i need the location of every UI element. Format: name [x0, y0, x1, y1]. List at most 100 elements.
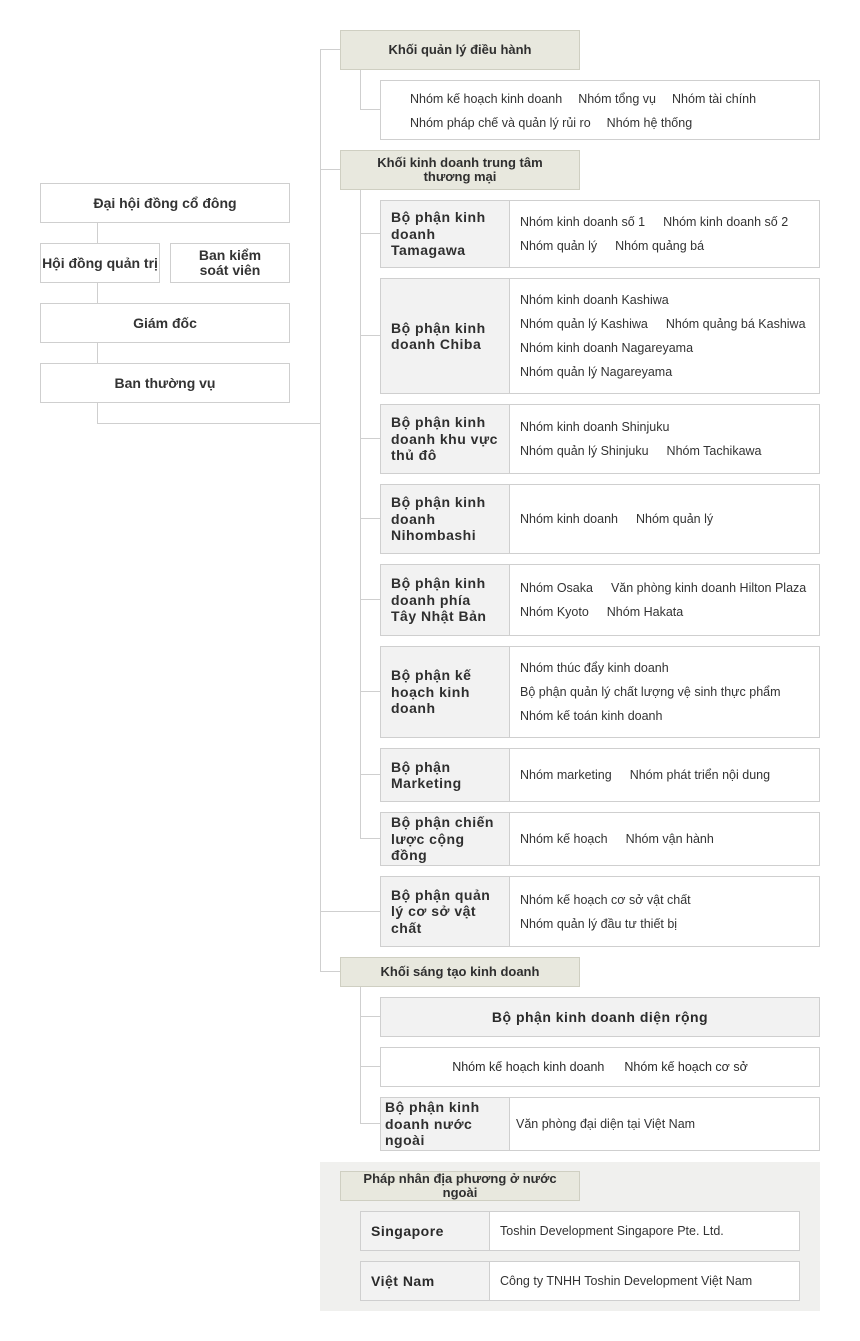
- team-row: Nhóm quản lý Nhóm quảng bá: [520, 234, 811, 258]
- team-row: Nhóm thúc đẩy kinh doanh: [520, 656, 811, 680]
- board-of-directors-box: Hội đồng quản trị: [40, 243, 160, 283]
- department-tamagawa: Bộ phận kinh doanh Tamagawa Nhóm kinh do…: [380, 200, 820, 268]
- team-row: Văn phòng đại diện tại Việt Nam: [516, 1112, 811, 1136]
- entity-country: Việt Nam: [361, 1262, 490, 1300]
- department-business-planning: Bộ phận kế hoạch kinh doanh Nhóm thúc đẩ…: [380, 646, 820, 738]
- connector-creation-h: [360, 1066, 380, 1067]
- team-item: Nhóm kế hoạch cơ sở vật chất: [520, 892, 691, 907]
- connector-creation-sub: [360, 986, 361, 1124]
- connector-dept-h: [360, 838, 380, 839]
- team-row: Nhóm quản lý Kashiwa Nhóm quảng bá Kashiw…: [520, 312, 811, 336]
- connector-creation-h: [360, 1016, 380, 1017]
- team-row: Nhóm kế hoạch cơ sở vật chất: [520, 888, 811, 912]
- team-item: Nhóm hệ thống: [606, 116, 693, 130]
- department-capital-region: Bộ phận kinh doanh khu vực thủ đô Nhóm k…: [380, 404, 820, 474]
- executive-committee-box: Ban thường vụ: [40, 363, 290, 403]
- connector-dept-h: [360, 774, 380, 775]
- team-item: Nhóm kế hoạch: [520, 832, 608, 846]
- commercial-block-header: Khối kinh doanh trung tâm thương mại: [340, 150, 580, 190]
- team-row: Nhóm pháp chế và quản lý rủi ro Nhóm hệ t…: [410, 111, 772, 135]
- department-name: Bộ phận kế hoạch kinh doanh: [381, 647, 510, 737]
- department-name: Bộ phận kinh doanh Chiba: [381, 279, 510, 393]
- team-item: Nhóm quản lý Nagareyama: [520, 365, 673, 379]
- team-item: Nhóm quản lý đầu tư thiết bị: [520, 916, 678, 931]
- department-name: Bộ phận kinh doanh Tamagawa: [381, 201, 510, 267]
- shareholders-meeting-box: Đại hội đồng cổ đông: [40, 183, 290, 223]
- management-block-header: Khối quản lý điều hành: [340, 30, 580, 70]
- shareholders-meeting-label: Đại hội đồng cổ đông: [93, 195, 237, 211]
- team-item: Nhóm kế toán kinh doanh: [520, 709, 663, 723]
- team-item: Nhóm vận hành: [625, 832, 714, 846]
- management-block-title: Khối quản lý điều hành: [388, 42, 532, 57]
- team-item: Nhóm pháp chế và quản lý rủi ro: [410, 116, 591, 130]
- team-item: Nhóm kinh doanh Shinjuku: [520, 420, 670, 434]
- team-item: Nhóm quản lý: [520, 239, 598, 253]
- team-item: Nhóm kinh doanh Nagareyama: [520, 341, 694, 355]
- wide-area-department-label: Bộ phận kinh doanh diện rộng: [491, 1009, 709, 1025]
- connector-dept-h: [360, 233, 380, 234]
- overseas-entity-row: Việt Nam Công ty TNHH Toshin Development…: [360, 1261, 800, 1301]
- connector-to-commercial: [320, 169, 340, 170]
- team-item: Nhóm kinh doanh số 2: [663, 215, 789, 229]
- department-name: Bộ phận quản lý cơ sở vật chất: [381, 877, 510, 946]
- department-name: Bộ phận kinh doanh phía Tây Nhật Bản: [381, 565, 510, 635]
- wide-area-department-box: Bộ phận kinh doanh diện rộng: [380, 997, 820, 1037]
- director-label: Giám đốc: [133, 315, 197, 331]
- team-row: Nhóm Kyoto Nhóm Hakata: [520, 600, 811, 624]
- team-item: Nhóm quảng bá: [615, 239, 705, 253]
- department-name: Bộ phận kinh doanh khu vực thủ đô: [381, 405, 510, 473]
- entity-company: Toshin Development Singapore Pte. Ltd.: [500, 1224, 724, 1238]
- team-item: Nhóm quản lý Shinjuku: [520, 444, 649, 458]
- department-name: Bộ phận kinh doanh nước ngoài: [381, 1098, 510, 1150]
- team-row: Bộ phận quản lý chất lượng vệ sinh thực …: [520, 680, 811, 704]
- department-nihombashi: Bộ phận kinh doanh Nihombashi Nhóm kinh …: [380, 484, 820, 554]
- connector-commercial-sub: [360, 189, 361, 839]
- team-item: Nhóm quản lý: [635, 512, 714, 526]
- team-item: Nhóm thúc đẩy kinh doanh: [520, 661, 669, 675]
- overseas-entity-row: Singapore Toshin Development Singapore P…: [360, 1211, 800, 1251]
- entity-country: Singapore: [361, 1212, 490, 1250]
- department-chiba: Bộ phận kinh doanh Chiba Nhóm kinh doanh…: [380, 278, 820, 394]
- auditors-label: Ban kiểm soát viên: [198, 247, 262, 278]
- auditors-box: Ban kiểm soát viên: [170, 243, 290, 283]
- team-item: Nhóm kinh doanh Kashiwa: [520, 293, 669, 307]
- team-item: Nhóm tài chính: [672, 92, 757, 106]
- connector-to-management: [320, 49, 340, 50]
- connector-dept-h: [360, 335, 380, 336]
- team-item: Nhóm Hakata: [606, 605, 684, 619]
- department-name: Bộ phận kinh doanh Nihombashi: [381, 485, 510, 553]
- executive-committee-label: Ban thường vụ: [114, 375, 216, 391]
- creation-block-title: Khối sáng tạo kinh doanh: [380, 964, 540, 979]
- team-item: Văn phòng kinh doanh Hilton Plaza: [610, 581, 807, 595]
- team-row: Nhóm kinh doanh Nhóm quản lý: [520, 507, 811, 531]
- team-item: Nhóm quản lý Kashiwa: [520, 317, 648, 331]
- connector-left-horizontal: [97, 423, 321, 424]
- team-item: Nhóm tổng vụ: [578, 92, 657, 106]
- connector-dept-h: [360, 438, 380, 439]
- wide-area-teams-box: Nhóm kế hoạch kinh doanh Nhóm kế hoạch c…: [380, 1047, 820, 1087]
- team-item: Nhóm kế hoạch cơ sở: [624, 1060, 748, 1074]
- team-row: Nhóm kinh doanh Nagareyama: [520, 336, 811, 360]
- connector-management-sub-h: [360, 109, 380, 110]
- team-row: Nhóm kế hoạch Nhóm vận hành: [520, 827, 811, 851]
- connector-dept-h: [360, 599, 380, 600]
- department-overseas-business: Bộ phận kinh doanh nước ngoài Văn phòng …: [380, 1097, 820, 1151]
- team-item: Nhóm Kyoto: [520, 605, 589, 619]
- overseas-entities-header: Pháp nhân địa phương ở nước ngoài: [340, 1171, 580, 1201]
- team-item: Nhóm kinh doanh: [520, 512, 618, 526]
- team-item: Bộ phận quản lý chất lượng vệ sinh thực …: [520, 685, 781, 699]
- team-row: Nhóm kinh doanh Shinjuku: [520, 415, 811, 439]
- overseas-entities-title: Pháp nhân địa phương ở nước ngoài: [363, 1171, 557, 1200]
- team-item: Nhóm quảng bá Kashiwa: [665, 317, 806, 331]
- team-item: Nhóm kế hoạch kinh doanh: [452, 1060, 605, 1074]
- entity-company: Công ty TNHH Toshin Development Việt Nam: [500, 1274, 753, 1288]
- department-name: Bộ phận Marketing: [381, 749, 510, 801]
- connector-dept-h: [360, 518, 380, 519]
- director-box: Giám đốc: [40, 303, 290, 343]
